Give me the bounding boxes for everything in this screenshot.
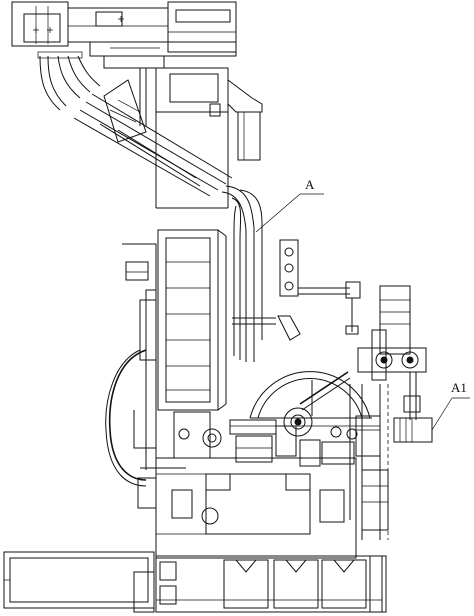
callout-a-label: A <box>305 177 315 192</box>
left-cable-loop <box>105 349 147 487</box>
diagonal-rail-bundle <box>73 79 233 197</box>
upper-column-housing <box>139 67 263 209</box>
a1-component-block <box>393 417 433 443</box>
base-body <box>137 457 357 559</box>
right-motor-block <box>357 285 427 420</box>
callout-a1-label: A1 <box>451 380 467 395</box>
middle-clamp-assembly <box>173 411 381 467</box>
left-body-frame <box>122 243 157 470</box>
right-arm-assembly <box>232 239 361 341</box>
upper-hose-bundle <box>37 51 101 111</box>
bottom-module-row <box>155 555 387 613</box>
callout-a: A <box>255 177 324 233</box>
lower-left-cabinet <box>3 551 155 613</box>
top-head-assembly <box>11 1 237 69</box>
main-column <box>157 229 227 411</box>
callout-a1: A1 <box>431 380 470 431</box>
feed-pipe-group <box>221 185 263 362</box>
rotary-disc-assembly <box>249 371 372 440</box>
right-vertical-frame <box>349 384 389 540</box>
